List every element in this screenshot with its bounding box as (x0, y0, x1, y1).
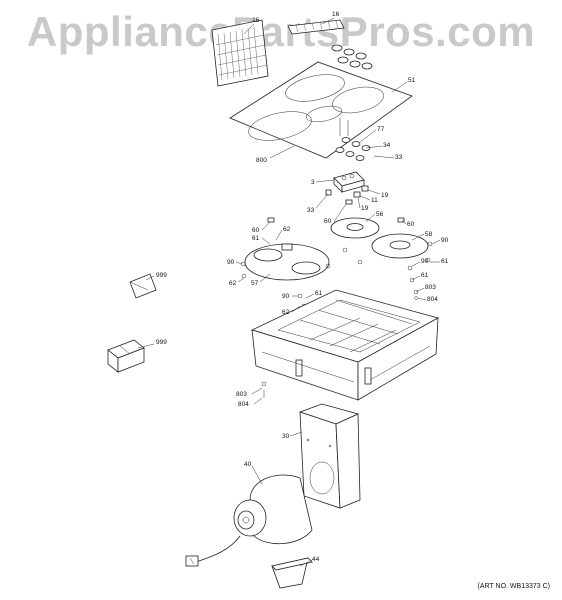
callout-40: 40 (244, 461, 252, 468)
callout-60: 60 (407, 221, 415, 228)
callout-60: 60 (252, 227, 260, 234)
part-999-literature[interactable] (129, 273, 157, 299)
callout-77: 77 (377, 126, 385, 133)
callout-62: 62 (282, 309, 290, 316)
callout-61: 61 (441, 258, 449, 265)
part-19-11-clips[interactable] (325, 185, 369, 198)
callout-58: 58 (425, 231, 433, 238)
callout-26: 26 (252, 17, 260, 24)
callout-804: 804 (238, 401, 249, 408)
part-30-duct[interactable] (298, 403, 361, 509)
art-number: (ART NO. WB13373 C) (477, 583, 551, 590)
callout-16: 16 (332, 11, 340, 18)
callout-61: 61 (421, 272, 429, 279)
callout-33: 33 (395, 154, 403, 161)
part-58-element[interactable] (371, 233, 429, 259)
callout-19: 19 (381, 192, 389, 199)
callout-999: 999 (156, 272, 167, 279)
callout-62: 62 (229, 280, 237, 287)
knob-set[interactable] (331, 44, 373, 70)
burner-box[interactable] (250, 289, 440, 401)
callout-61: 61 (315, 290, 323, 297)
callout-19: 19 (361, 205, 369, 212)
part-40-blower-motor[interactable] (185, 474, 313, 567)
part-57-dual-element[interactable] (244, 243, 330, 281)
small-fasteners[interactable] (240, 199, 433, 309)
callout-999: 999 (156, 339, 167, 346)
callout-90: 90 (421, 258, 429, 265)
callout-51: 51 (408, 77, 416, 84)
part-56-element[interactable] (330, 217, 380, 239)
part-51-cooktop-glass[interactable] (229, 61, 413, 159)
leader-lines (137, 17, 441, 567)
callout-804: 804 (427, 296, 438, 303)
callout-57: 57 (251, 280, 259, 287)
callout-60: 60 (324, 218, 332, 225)
callout-3: 3 (311, 179, 315, 186)
part-803-804-screws-lower[interactable] (261, 381, 267, 398)
callout-803: 803 (425, 284, 436, 291)
part-16-bracket[interactable] (287, 19, 345, 35)
callout-90: 90 (441, 237, 449, 244)
callout-800: 800 (256, 157, 267, 164)
part-999-kit-box[interactable] (107, 339, 145, 373)
callout-62: 62 (283, 226, 291, 233)
callout-90: 90 (227, 259, 235, 266)
control-switch-cluster[interactable] (335, 118, 371, 161)
callout-61: 61 (252, 235, 260, 242)
callout-labels: 26 16 51 77 34 33 800 3 19 11 19 33 60 6… (156, 11, 449, 563)
part-44-adapter[interactable] (271, 557, 313, 589)
callout-34: 34 (383, 142, 391, 149)
callout-33: 33 (307, 207, 315, 214)
callout-90: 90 (282, 293, 290, 300)
part-26-grille[interactable] (211, 19, 269, 87)
callout-11: 11 (371, 197, 378, 204)
callout-44: 44 (312, 556, 320, 563)
callout-803: 803 (236, 391, 247, 398)
callout-30: 30 (282, 433, 290, 440)
callout-56: 56 (376, 211, 384, 218)
part-3-relay[interactable] (333, 171, 365, 193)
